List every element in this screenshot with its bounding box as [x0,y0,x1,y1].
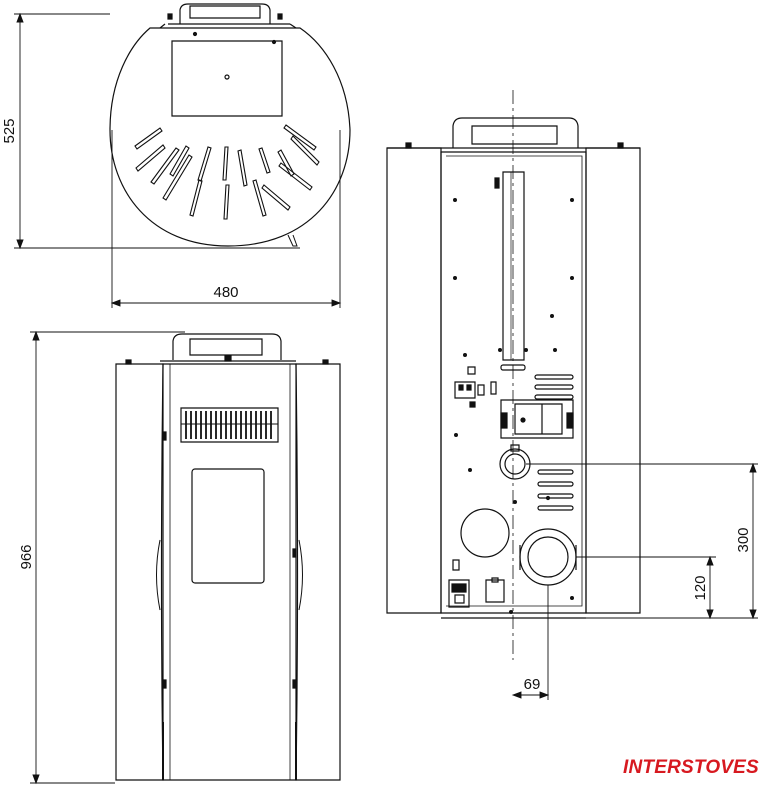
rear-view-switch [453,560,459,570]
top-view-body [110,28,350,246]
dimension-height [30,332,185,783]
top-view-handle-grip [190,6,260,18]
front-view-top-grille [181,408,278,442]
rear-view-fuse-holder [486,580,504,602]
rear-view-duct-base [501,365,525,370]
rear-view-handle [453,118,578,148]
dimension-height-label: 966 [18,544,35,569]
front-view-left-side-panel [116,364,163,780]
rear-view-control-box [449,580,469,607]
dimension-outlet-height [526,464,758,618]
top-view-plate-hole [225,75,229,79]
top-view-plate [172,41,282,116]
rear-view-vertical-duct [503,172,524,360]
front-view-body [163,364,296,780]
rear-view-vent-slots [535,375,573,510]
dimension-inlet-height-label: 120 [692,575,709,600]
rear-view-connector [468,367,475,374]
rear-view-back-plate [441,152,586,613]
front-view-handle-grip [190,339,262,355]
dimension-width [112,130,340,308]
rear-view-handle-grip [472,126,557,144]
top-view: 525 [1,4,350,308]
rear-view: 300 120 69 [387,90,758,700]
dimension-depth [14,14,300,248]
dimension-inlet-height [576,557,716,618]
front-view-grille-slots [181,411,278,439]
front-view-handle [173,334,281,360]
dimension-outlet-height-label: 300 [735,527,752,552]
dimension-outlet-offset-label: 69 [524,676,541,693]
front-view: 966 [18,332,340,783]
dimension-depth-label: 525 [1,118,18,143]
front-view-door-window [192,469,264,583]
top-view-handle [180,4,270,24]
rear-view-blanking-plate [461,509,509,557]
rear-view-right-side-panel [586,148,640,613]
top-view-vent-slots [135,125,319,219]
dimension-outlet-offset [513,585,548,700]
rear-view-power-socket [455,382,475,398]
rear-view-left-side-panel [387,148,441,613]
rear-view-screws [453,198,574,614]
dimension-width-label: 480 [213,284,238,301]
brand-logo: INTERSTOVES [623,757,759,778]
